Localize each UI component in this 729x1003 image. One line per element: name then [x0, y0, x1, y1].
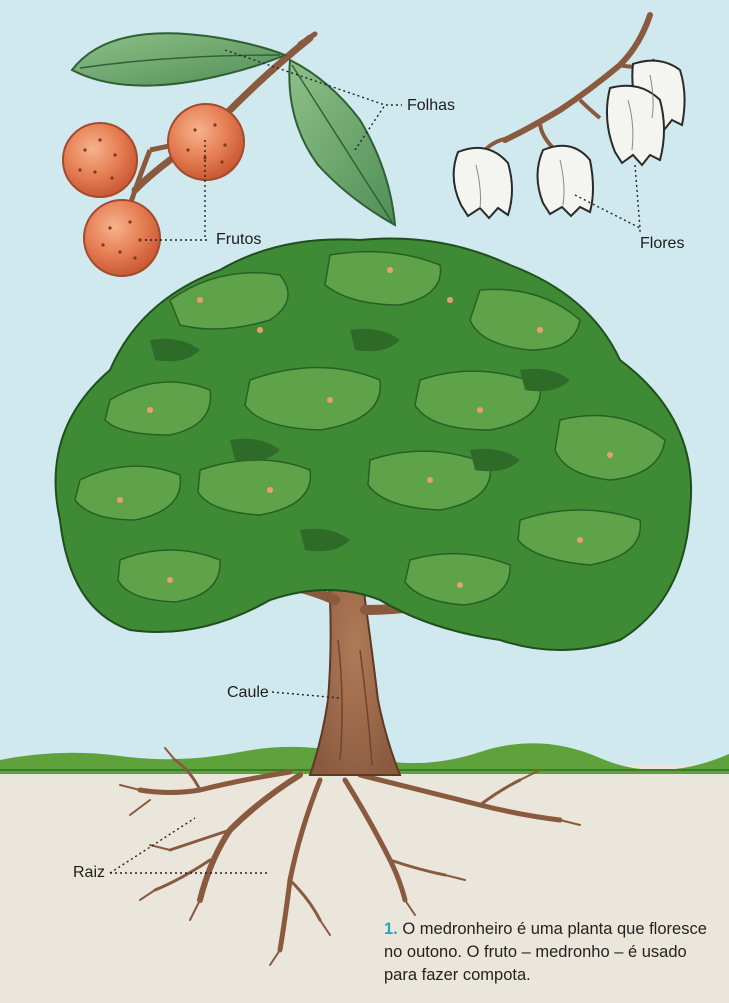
label-raiz: Raiz: [73, 865, 105, 881]
label-caule: Caule: [227, 685, 269, 701]
label-frutos: Frutos: [216, 232, 261, 248]
label-flores: Flores: [640, 236, 684, 252]
caption: 1. O medronheiro é uma planta que flores…: [384, 918, 719, 987]
caption-number: 1.: [384, 920, 398, 938]
caption-text: O medronheiro é uma planta que floresce …: [384, 920, 707, 984]
label-folhas: Folhas: [407, 98, 455, 114]
